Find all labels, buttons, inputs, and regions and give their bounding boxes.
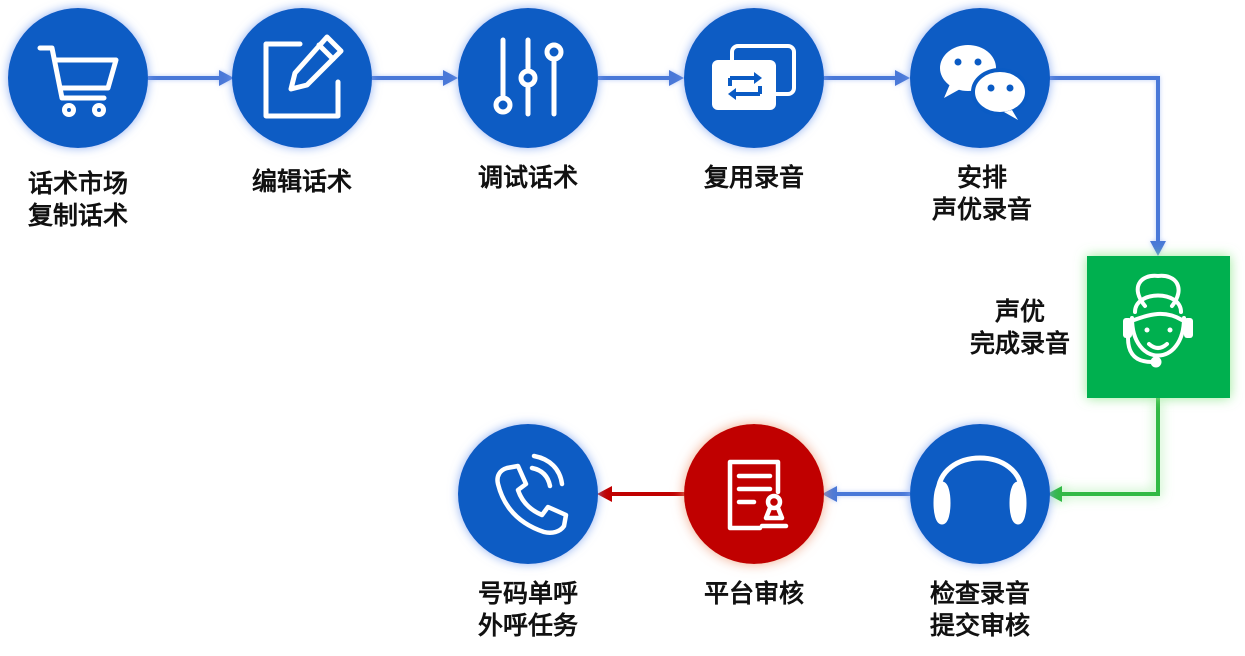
step-call-label: 号码单呼 外呼任务 xyxy=(428,578,628,642)
reuse-recording-icon xyxy=(712,44,796,110)
step-call-node xyxy=(458,424,598,564)
cart-icon xyxy=(37,45,119,117)
step-arrange-label: 安排 声优录音 xyxy=(882,162,1082,226)
step-reuse-label: 复用录音 xyxy=(654,162,854,194)
step-reuse-node xyxy=(684,8,824,148)
arrow-market-to-edit xyxy=(148,70,234,86)
edit-icon xyxy=(263,34,344,119)
wechat-icon xyxy=(940,45,1029,120)
arrow-review-to-call xyxy=(597,486,686,502)
step-voice-done-node xyxy=(1087,256,1230,398)
step-arrange-label-line-2: 声优录音 xyxy=(931,195,1032,224)
step-voice-done-label-line-1: 声优 xyxy=(994,297,1045,326)
step-call-label-line-2: 外呼任务 xyxy=(477,611,578,640)
step-reuse-label-line-1: 复用录音 xyxy=(703,163,804,192)
step-market-label-line-2: 复制话术 xyxy=(27,201,128,230)
step-call-label-line-1: 号码单呼 xyxy=(477,579,578,608)
arrow-debug-to-reuse xyxy=(598,70,684,86)
step-check-label-line-2: 提交审核 xyxy=(929,611,1030,640)
step-check-label: 检查录音 提交审核 xyxy=(880,578,1080,642)
step-review-label-line-1: 平台审核 xyxy=(703,579,804,608)
step-debug-label-line-1: 调试话术 xyxy=(477,163,578,192)
step-debug-node xyxy=(458,8,598,148)
step-check-label-line-1: 检查录音 xyxy=(929,579,1030,608)
sliders-icon xyxy=(493,37,564,117)
arrow-reuse-to-arrange xyxy=(824,70,910,86)
document-stamp-icon xyxy=(727,459,789,531)
step-market-node xyxy=(8,8,148,148)
step-debug-label: 调试话术 xyxy=(428,162,628,194)
step-edit-label-line-1: 编辑话术 xyxy=(251,167,352,196)
step-voice-done-label-line-2: 完成录音 xyxy=(969,329,1070,358)
step-voice-done-label: 声优 完成录音 xyxy=(920,296,1120,360)
step-arrange-node xyxy=(910,8,1050,148)
arrow-voice-done-to-check xyxy=(1047,398,1160,502)
step-arrange-label-line-1: 安排 xyxy=(956,163,1007,192)
arrow-edit-to-debug xyxy=(372,70,458,86)
connectors xyxy=(148,70,1166,502)
step-market-label-line-1: 话术市场 xyxy=(27,169,128,198)
step-edit-node xyxy=(232,8,372,148)
step-check-node xyxy=(910,424,1050,564)
arrow-check-to-review xyxy=(822,486,910,502)
arrow-arrange-to-voice-done xyxy=(1048,76,1166,256)
step-market-label: 话术市场 复制话术 xyxy=(0,168,178,232)
headphones-icon xyxy=(933,455,1027,525)
step-edit-label: 编辑话术 xyxy=(202,166,402,198)
step-review-node xyxy=(684,424,824,564)
phone-icon xyxy=(495,453,569,535)
voice-actor-headset-icon xyxy=(1123,273,1193,368)
step-review-label: 平台审核 xyxy=(654,578,854,610)
